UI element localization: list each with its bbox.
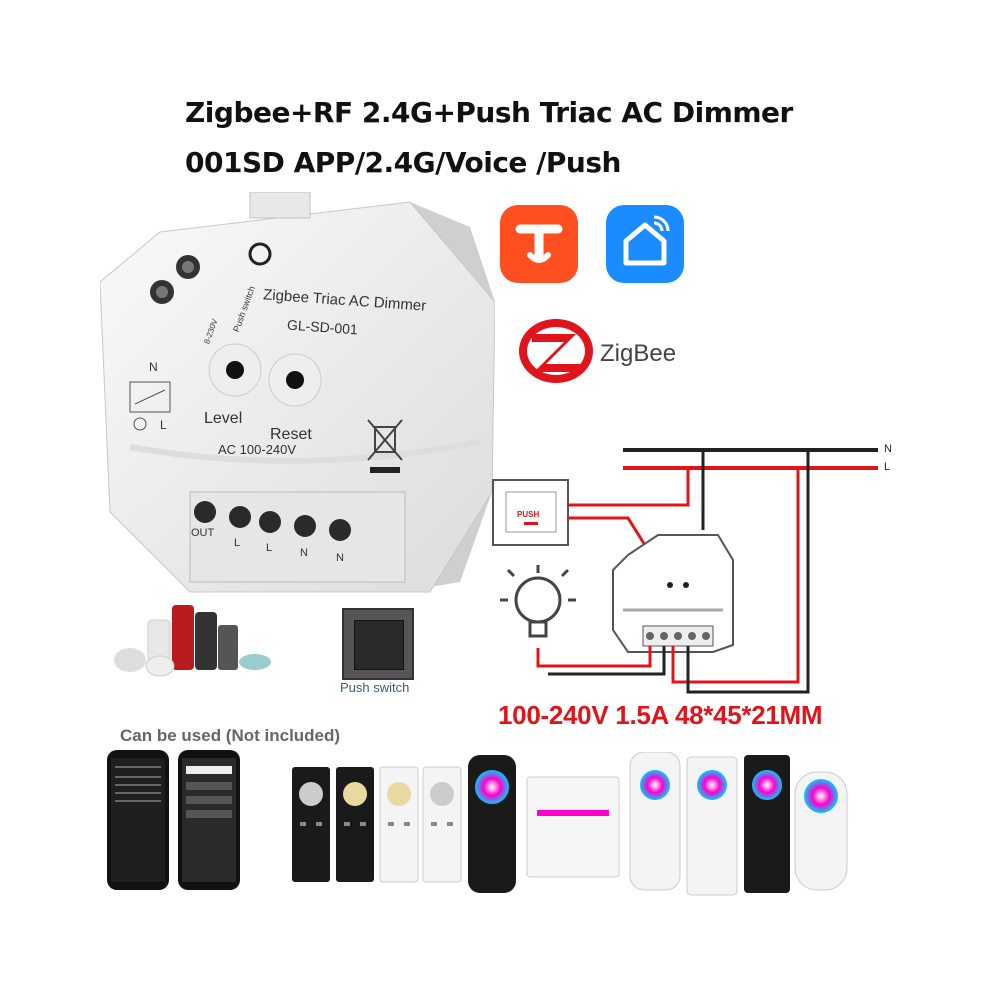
product-title: Zigbee+RF 2.4G+Push Triac AC Dimmer 001S… bbox=[185, 88, 825, 188]
tuya-app-icon bbox=[500, 205, 578, 283]
terminal-n2-label: N bbox=[336, 552, 344, 564]
wiring-l-label: L bbox=[884, 461, 891, 473]
terminal-l1-label: L bbox=[234, 537, 241, 549]
title-line-2: 001SD APP/2.4G/Voice /Push bbox=[185, 146, 621, 179]
phone-app-screenshot-2 bbox=[178, 750, 240, 890]
wiring-n-label: N bbox=[884, 443, 892, 455]
wiring-diagram: N L PUSH bbox=[488, 430, 900, 710]
push-switch-caption: Push switch bbox=[340, 680, 410, 695]
title-line-1: Zigbee+RF 2.4G+Push Triac AC Dimmer bbox=[185, 96, 793, 129]
voltage-label: AC 100-240V bbox=[218, 442, 297, 457]
level-button-label: Level bbox=[204, 410, 243, 427]
voice-assistant-devices-image bbox=[110, 600, 280, 680]
zigbee-logo-icon bbox=[518, 318, 594, 389]
smart-life-icon bbox=[606, 205, 684, 283]
remote-controls-image bbox=[290, 751, 930, 897]
terminal-l2-label: L bbox=[266, 542, 273, 554]
reset-button-label: Reset bbox=[270, 426, 312, 443]
phone-app-screenshot-1 bbox=[107, 750, 169, 890]
dimmer-device-image: Zigbee Triac AC Dimmer GL-SD-001 Level R… bbox=[99, 191, 496, 602]
side-n-label: N bbox=[149, 360, 158, 374]
side-l-label: L bbox=[160, 418, 167, 432]
compat-note: Can be used (Not included) bbox=[120, 726, 341, 745]
wiring-push-label: PUSH bbox=[517, 510, 540, 519]
push-switch-image bbox=[342, 608, 414, 680]
dimmer-body-shape bbox=[99, 191, 496, 593]
specs-text: 100-240V 1.5A 48*45*21MM bbox=[498, 700, 823, 730]
terminal-n1-label: N bbox=[300, 547, 308, 559]
terminal-out-label: OUT bbox=[191, 527, 215, 539]
zigbee-logo-text: ZigBee bbox=[600, 340, 677, 367]
